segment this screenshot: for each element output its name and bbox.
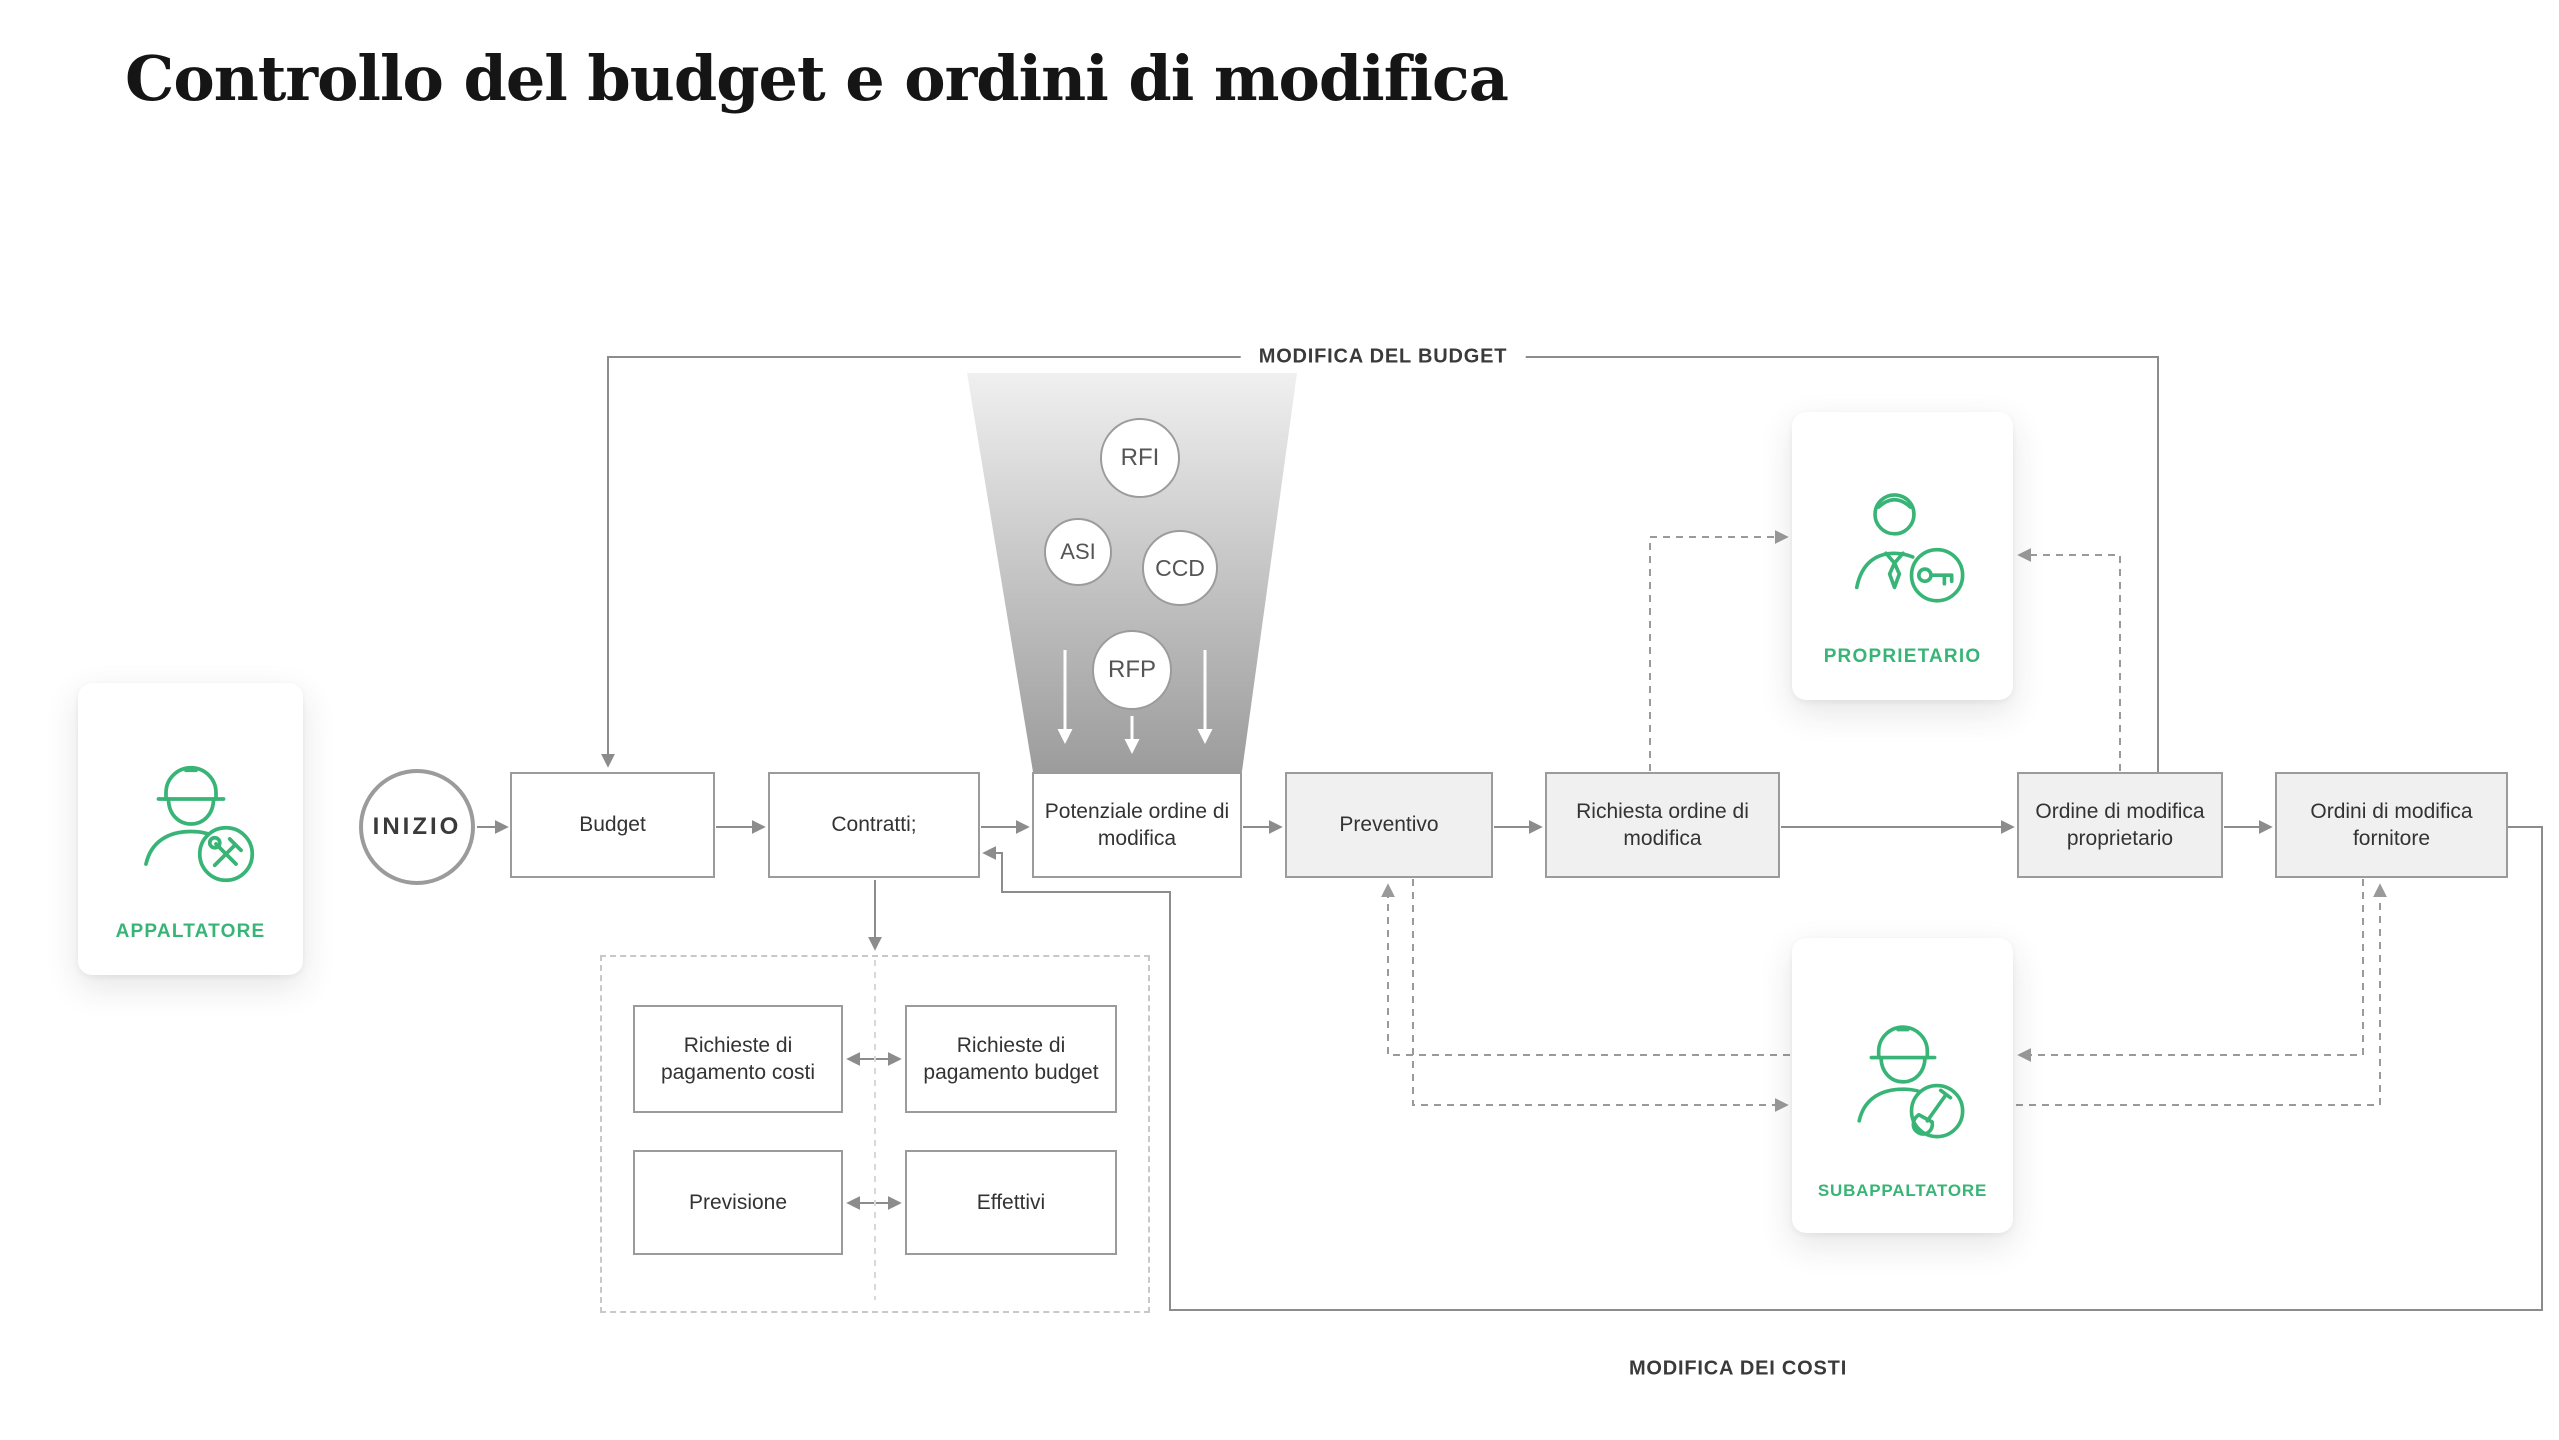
funnel-item-rfi: RFI [1100,418,1180,498]
owner-icon-wrap [1830,446,1976,646]
connector-preventivo-subappaltatore [1412,879,1789,1112]
node-contratti: Contratti; [768,772,980,878]
payments-group [600,955,1150,1313]
connector-ordine-proprietario [2017,548,2121,771]
budget-modification-label: MODIFICA DEL BUDGET [1240,345,1526,369]
node-budget: Budget [510,772,715,878]
start-node: INIZIO [359,769,475,885]
owner-key-icon [1854,493,1964,603]
node-richieste-pagamento-costi: Richieste di pagamento costi [633,1005,843,1113]
node-potenziale-ordine: Potenziale ordine di modifica [1032,772,1242,878]
node-preventivo: Preventivo [1285,772,1493,878]
subappaltatore-card: SUBAPPALTATORE [1792,938,2013,1233]
node-previsione: Previsione [633,1150,843,1255]
subcontractor-icon-wrap [1830,972,1976,1181]
subappaltatore-label: SUBAPPALTATORE [1817,1181,1988,1200]
connector-subappaltatore-preventivo [1381,883,1790,1056]
funnel-item-rfp: RFP [1092,630,1172,710]
node-richieste-pagamento-budget: Richieste di pagamento budget [905,1005,1117,1113]
connector-subappaltatore-fornitore [2016,883,2387,1106]
node-effettivi: Effettivi [905,1150,1117,1255]
page-title: Controllo del budget e ordini di modific… [125,42,1509,115]
cost-modification-label: MODIFICA DEI COSTI [1610,1357,1866,1381]
node-ordini-fornitore: Ordini di modifica fornitore [2275,772,2508,878]
appaltatore-label: APPALTATORE [115,921,266,942]
connector-cost-modification-loop [982,826,2543,1311]
proprietario-label: PROPRIETARIO [1823,646,1982,667]
appaltatore-card: APPALTATORE [78,683,303,975]
funnel-item-asi: ASI [1044,518,1112,586]
node-ordine-proprietario: Ordine di modifica proprietario [2017,772,2223,878]
node-richiesta-ordine: Richiesta ordine di modifica [1545,772,1780,878]
funnel-item-ccd: CCD [1142,530,1218,606]
contractor-tools-icon [143,765,254,883]
contractor-icon-wrap [116,717,266,921]
connector-richiesta-proprietario [1649,530,1789,771]
subcontractor-shovel-icon [1856,1024,1964,1138]
connector-fornitore-subappaltatore [2017,879,2364,1062]
proprietario-card: PROPRIETARIO [1792,412,2013,700]
